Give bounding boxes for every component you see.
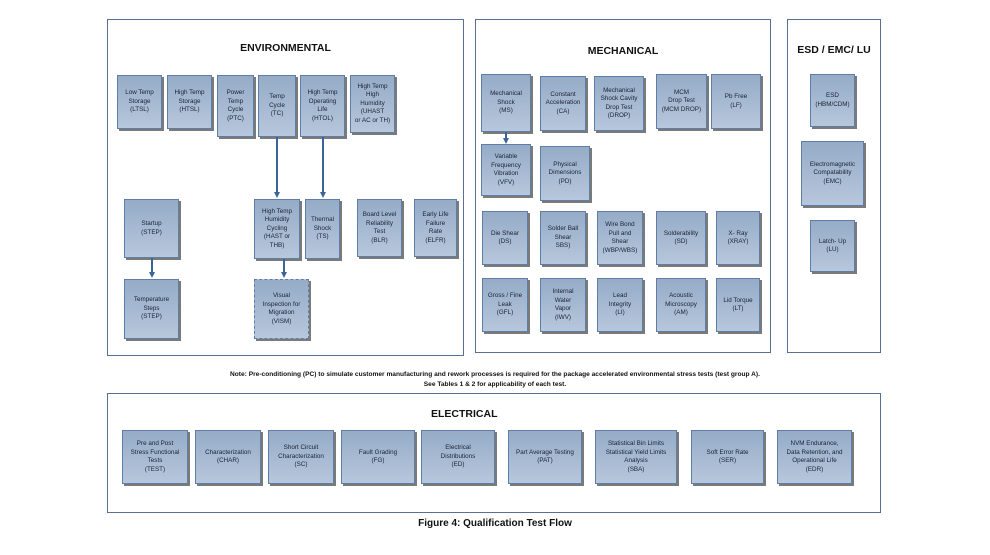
arrowhead-ms-to-vfv: [502, 138, 509, 144]
test-box-sba: Statistical Bin Limits Statistical Yield…: [595, 430, 677, 484]
test-box-char: Characterization (CHAR): [195, 430, 261, 484]
arrowhead-hast-to-vism: [280, 272, 287, 278]
test-box-test: Pre and Post Stress Functional Tests (TE…: [122, 430, 188, 484]
test-box-elfr: Early Life Failure Rate (ELFR): [414, 199, 457, 257]
test-box-lt: Lid Torque (LT): [716, 278, 760, 332]
test-box-tempsteps: Temperature Steps (STEP): [124, 279, 179, 339]
test-box-ser: Soft Error Rate (SER): [691, 430, 764, 484]
test-box-pd: Physical Dimensions (PD): [540, 146, 590, 201]
test-box-esd: ESD (HBM/CDM): [810, 74, 855, 127]
test-box-gfl: Gross / Fine Leak (GFL): [482, 278, 528, 332]
figure-caption: Figure 4: Qualification Test Flow: [418, 518, 572, 529]
test-box-lu: Latch- Up (LU): [810, 220, 855, 272]
test-box-ed: Electrical Distributions (ED): [421, 430, 495, 484]
arrowhead-htol-to-ts: [319, 192, 326, 198]
test-box-ptc: Power Temp Cycle (PTC): [217, 75, 254, 137]
test-box-am: Acoustic Microscopy (AM): [656, 278, 706, 332]
test-box-drop: Mechanical Shock Cavity Drop Test (DROP): [594, 76, 644, 131]
test-box-startup: Startup (STEP): [124, 199, 179, 258]
test-box-sc: Short Circuit Characterization (SC): [268, 430, 334, 484]
test-box-iwv: Internal Water Vapor (IWV): [540, 278, 586, 332]
test-box-tc: Temp Cycle (TC): [258, 75, 296, 137]
test-box-ms: Mechanical Shock (MS): [481, 74, 531, 132]
arrow-tc-to-hast: [276, 137, 278, 193]
test-box-vfv: Variable Frequency Vibration (VFV): [481, 144, 531, 196]
arrow-hast-to-vism: [283, 259, 285, 273]
mechanical-title: MECHANICAL: [587, 45, 659, 57]
arrowhead-startup-to-tempsteps: [148, 272, 155, 278]
arrow-htol-to-ts: [322, 137, 324, 193]
test-box-lf: Pb Free (LF): [711, 74, 761, 129]
test-box-hast: High Temp Humidity Cycling (HAST or THB): [254, 199, 300, 259]
arrow-ms-to-vfv: [505, 132, 507, 139]
test-box-edr: NVM Endurance, Data Retention, and Opera…: [777, 430, 852, 484]
test-box-emc: Electromagnetic Compatability (EMC): [801, 141, 864, 206]
test-box-sbs: Solder Ball Shear SBS): [540, 211, 586, 265]
esd-emc-lu-title: ESD / EMC/ LU: [797, 44, 871, 56]
note-line-1: Note: Pre-conditioning (PC) to simulate …: [230, 371, 760, 378]
test-box-fg: Fault Grading (FG): [341, 430, 415, 484]
arrow-startup-to-tempsteps: [151, 258, 153, 273]
electrical-title: ELECTRICAL: [431, 408, 498, 420]
test-box-sd: Solderability (SD): [656, 211, 706, 265]
test-box-htol: High Temp Operating Life (HTOL): [300, 75, 345, 137]
test-box-mcmdrop: MCM Drop Test (MCM DROP): [656, 74, 707, 129]
test-box-htsl: High Temp Storage (HTSL): [167, 75, 212, 129]
test-box-pat: Part Average Testing (PAT): [508, 430, 582, 484]
test-box-ltsl: Low Temp Storage (LTSL): [117, 75, 162, 129]
note-line-2: See Tables 1 & 2 for applicability of ea…: [423, 381, 567, 388]
test-box-xray: X- Ray (XRAY): [716, 211, 760, 265]
test-box-ts: Thermal Shock (TS): [305, 199, 340, 259]
environmental-title: ENVIRONMENTAL: [240, 42, 331, 54]
arrowhead-tc-to-hast: [273, 192, 280, 198]
test-box-ds: Die Shear (DS): [482, 211, 528, 265]
test-box-li: Lead Integrity (LI): [597, 278, 643, 332]
test-box-ca: Constant Acceleration (CA): [540, 76, 586, 131]
test-box-vism: Visual Inspection for Migration (VISM): [254, 279, 309, 339]
test-box-wbp: Wire Bond Pull and Shear (WBP/WBS): [597, 211, 643, 265]
test-box-uhast: High Temp High Humidity (UHAST or AC or …: [350, 75, 395, 133]
test-box-blr: Board Level Reliability Test (BLR): [357, 199, 402, 257]
